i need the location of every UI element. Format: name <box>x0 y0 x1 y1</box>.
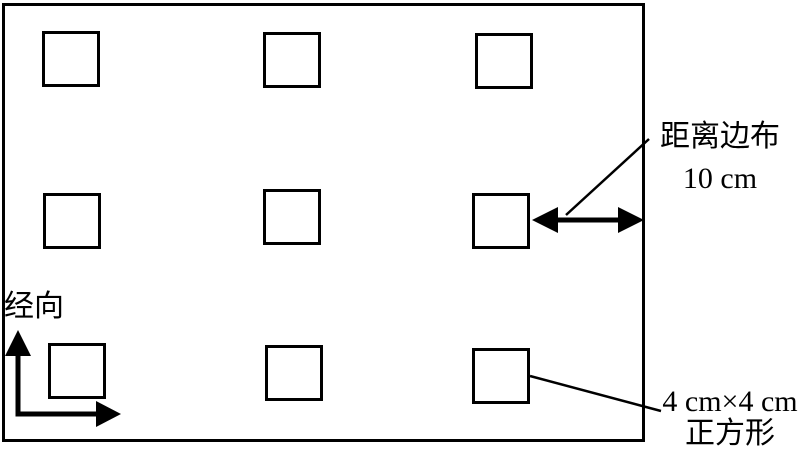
edge-distance-callout-line <box>565 138 650 216</box>
sample-square-r2c2 <box>263 189 321 245</box>
square-spec-label-line1: 4 cm×4 cm <box>662 385 798 418</box>
sample-square-r1c1 <box>42 31 100 87</box>
edge-distance-double-arrow-icon <box>532 207 644 233</box>
sample-square-r2c3 <box>472 193 530 249</box>
warp-direction-label: 经向 <box>4 290 64 323</box>
edge-distance-label-line1: 距离边布 <box>660 120 780 153</box>
sample-square-r1c3 <box>475 33 533 89</box>
sample-square-r3c1 <box>48 343 106 399</box>
square-spec-label-line2: 正方形 <box>685 417 775 450</box>
sample-square-r1c2 <box>263 32 321 88</box>
sample-square-r3c3 <box>472 348 530 404</box>
warp-direction-arrow-icon <box>5 330 121 427</box>
square-spec-label: 4 cm×4 cm 正方形 <box>660 386 800 450</box>
edge-distance-label: 距离边布 10 cm <box>645 116 795 200</box>
sample-square-r2c1 <box>43 193 101 249</box>
sample-square-r3c2 <box>265 345 323 401</box>
square-spec-callout-line <box>529 374 662 413</box>
edge-distance-label-line2: 10 cm <box>682 162 758 195</box>
